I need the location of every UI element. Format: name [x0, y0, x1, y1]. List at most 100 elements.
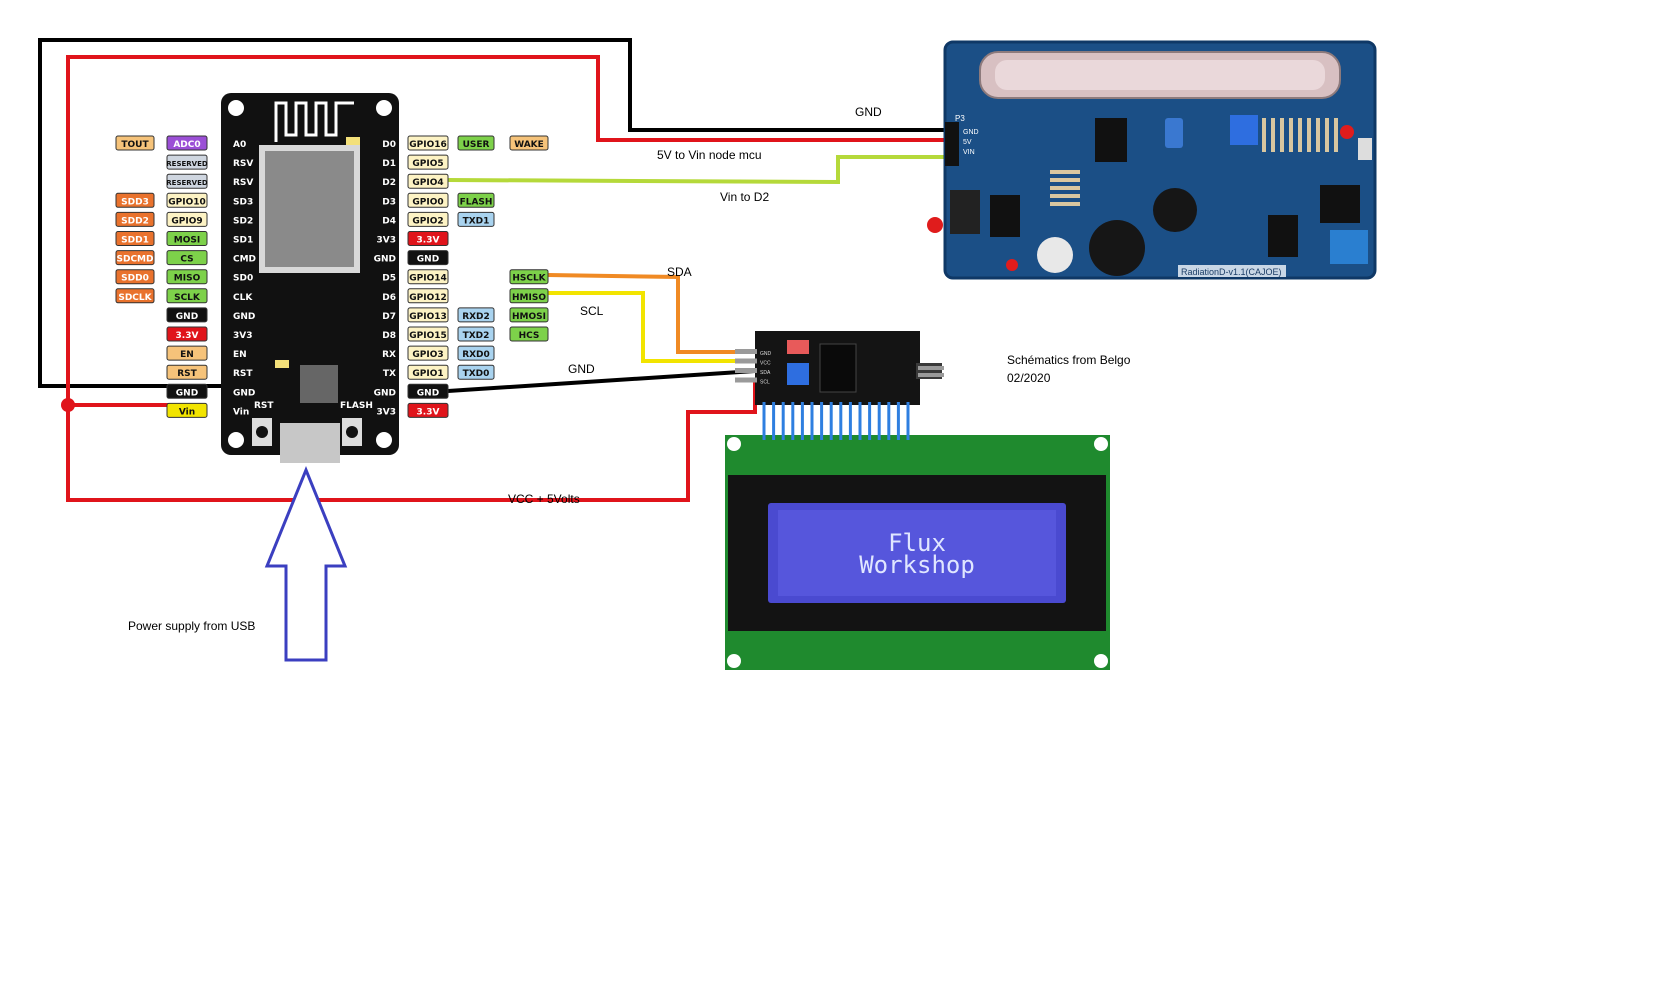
pin-tag-box — [115, 135, 155, 151]
pin-tag-box — [457, 135, 495, 151]
ic-chip — [1095, 118, 1127, 162]
d2-wire — [447, 155, 945, 185]
pin-tag-label: RESERVED — [166, 160, 208, 168]
pin-tag: TOUT — [115, 135, 155, 151]
label-5v-vin: 5V to Vin node mcu — [657, 148, 762, 162]
resistor — [1050, 178, 1080, 182]
trimmer — [1230, 115, 1258, 145]
lcd-screen-inner — [778, 510, 1056, 596]
pin-tag-label: MOSI — [174, 236, 200, 246]
pin-tag-box — [166, 192, 208, 208]
pin-tag: MOSI — [166, 231, 208, 246]
mcu-pin-label: D0 — [382, 140, 396, 150]
pin-tag-box — [457, 345, 495, 361]
mcu-pin-label: D7 — [382, 312, 396, 322]
mcu-pin-label: GND — [374, 255, 396, 265]
i2c-header-pin — [735, 377, 757, 383]
pin-tag: GPIO1 — [407, 364, 449, 380]
mcu-pin-label: SD2 — [233, 216, 253, 226]
pin-tag: SDD3 — [115, 192, 155, 208]
radiation-icon — [1037, 237, 1073, 273]
pin-tag: GND — [166, 307, 208, 323]
pin-tag: RESERVED — [166, 173, 208, 189]
pin-tag-label: MISO — [174, 274, 201, 284]
pin-tag-label: SDD1 — [121, 236, 149, 246]
pin-tag-label: SDD3 — [121, 197, 149, 207]
lcd-line-2: Workshop — [859, 551, 975, 579]
mount-hole — [1094, 437, 1108, 451]
pin-tag-label: TXD2 — [463, 331, 490, 341]
pin-tag: GPIO4 — [407, 173, 449, 189]
led — [1006, 259, 1018, 271]
resistor — [1262, 118, 1266, 152]
pin-tag-box — [115, 231, 155, 246]
lcd-line-1: Flux — [888, 529, 946, 557]
pin-tag-label: 3.3V — [417, 407, 440, 417]
pin-tag-box — [166, 211, 208, 227]
mcu-pin-label: GND — [233, 388, 255, 398]
pin-tag-label: GPIO9 — [171, 216, 202, 226]
pin-tag-label: GPIO14 — [409, 274, 447, 284]
resistor — [1325, 118, 1329, 152]
pin-tag: RESERVED — [166, 154, 208, 170]
pin-tag-label: FLASH — [460, 197, 493, 207]
pin-tag: USER — [457, 135, 495, 151]
pin-tag: TXD2 — [457, 326, 495, 342]
pin-tag-box — [166, 326, 208, 342]
pin-tag: 3.3V — [166, 326, 208, 342]
antenna-trace — [274, 101, 354, 142]
pin-tag-box — [115, 250, 155, 266]
vcc-junction — [61, 398, 75, 412]
pin-tag-box — [407, 135, 449, 151]
label-vin-d2: Vin to D2 — [720, 190, 769, 204]
pin-tag: 3.3V — [407, 402, 449, 418]
geiger-board: P3 GND 5V VIN RadiationD-v1.1(CAJOE) — [927, 40, 1377, 280]
pin-tag: HCS — [509, 326, 549, 342]
pin-tag: ADC0 — [166, 135, 208, 151]
mcu-pin-label: EN — [233, 350, 247, 360]
pin-tag-box — [166, 402, 208, 418]
flash-button-knob — [346, 426, 358, 438]
pin-tag-label: HMOSI — [512, 312, 546, 322]
scl-wire — [548, 291, 755, 363]
buzzer — [1089, 220, 1145, 276]
pin-tag: TXD1 — [457, 211, 495, 227]
pin-tag-box — [115, 269, 155, 285]
i2c-pin-label: GND — [760, 351, 772, 357]
jumper-pin — [918, 373, 944, 377]
pin-tag-box — [166, 288, 208, 304]
mount-hole — [228, 432, 244, 448]
mcu-pin-label: D1 — [382, 159, 396, 169]
mcu-pin-label: CMD — [233, 255, 256, 265]
pin-tag: HMOSI — [509, 307, 549, 323]
led — [346, 137, 360, 145]
pin-tag-label: Vin — [179, 407, 195, 417]
pin-tag: Vin — [166, 402, 208, 418]
pin-tag: SDCMD — [115, 250, 155, 266]
pin-tag: SDCLK — [115, 288, 155, 304]
resistor — [1050, 170, 1080, 174]
label-sda: SDA — [667, 265, 692, 279]
pin-tag-box — [166, 383, 208, 399]
pin-tag: RXD2 — [457, 307, 495, 323]
pin-tag-box — [457, 364, 495, 380]
ic-chip — [1268, 215, 1298, 257]
contrast-pot — [787, 363, 809, 385]
pin-tag-box — [407, 307, 449, 323]
pin-tag: GND — [407, 383, 449, 399]
pin-tag-label: GND — [176, 312, 198, 322]
geiger-header-pin: 5V — [963, 139, 972, 146]
pin-tag-label: GPIO16 — [409, 140, 447, 150]
geiger-header-pin: VIN — [963, 149, 975, 156]
mcu-pin-label: RSV — [233, 159, 253, 169]
audio-jack — [950, 190, 980, 234]
label-scl: SCL — [580, 304, 604, 318]
credit-line-1: Schématics from Belgo — [1007, 353, 1131, 367]
pin-tag-box — [407, 402, 449, 418]
nodemcu-board: RST FLASH A0RSVRSVSD3SD2SD1CMDSD0CLKGND3… — [221, 93, 399, 463]
pin-tag-label: RXD0 — [462, 350, 490, 360]
pin-tag-label: USER — [463, 140, 490, 150]
mcu-pin-label: SD3 — [233, 197, 253, 207]
resistor — [1050, 194, 1080, 198]
